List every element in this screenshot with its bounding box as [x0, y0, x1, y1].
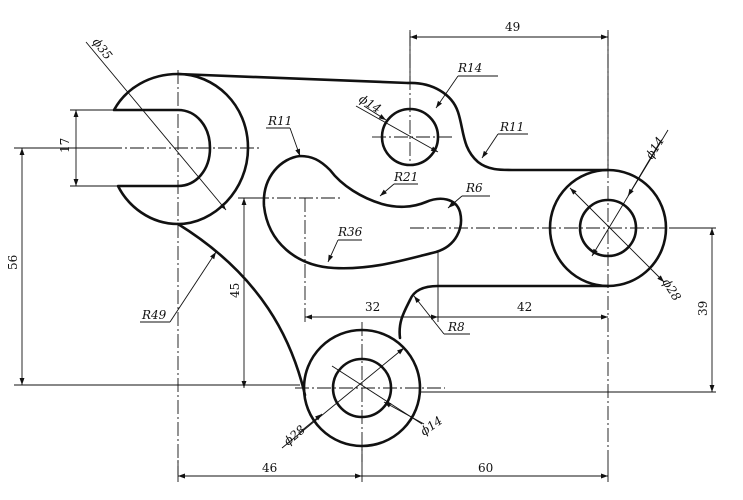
outline-top-edge	[176, 72, 410, 85]
dim-49: 49	[505, 20, 520, 34]
dim-r49: R49	[141, 308, 167, 322]
kidney-slot	[262, 154, 463, 270]
outline-upper-right-edge	[406, 81, 610, 172]
dim-60: 60	[478, 461, 493, 475]
dim-39: 39	[696, 301, 710, 316]
wrench-head-outline	[112, 72, 250, 226]
bottom-boss-hole	[331, 357, 393, 419]
dimension-lines	[14, 30, 716, 482]
dim-phi28-right: ϕ28	[659, 276, 683, 304]
dim-phi14-top: ϕ14	[356, 92, 383, 116]
dim-r8: R8	[447, 320, 465, 334]
dim-56: 56	[6, 255, 20, 270]
dim-phi28-bottom: ϕ28	[281, 422, 308, 448]
outline-r49-edge	[176, 222, 307, 397]
dim-r11-right: R11	[499, 120, 524, 134]
outline-lower-right-edge	[398, 284, 610, 340]
dim-r6: R6	[465, 181, 483, 195]
dim-r21: R21	[393, 170, 418, 184]
dim-46: 46	[262, 461, 277, 475]
dim-42: 42	[517, 300, 532, 314]
dim-phi14-bottom: ϕ14	[418, 414, 445, 439]
part-outline	[112, 72, 668, 448]
dim-r36: R36	[337, 225, 363, 239]
dim-r11-left: R11	[267, 114, 292, 128]
dim-45: 45	[228, 283, 242, 298]
holes	[262, 107, 638, 419]
top-hole	[380, 107, 440, 167]
dim-32: 32	[365, 300, 380, 314]
center-lines	[108, 32, 700, 475]
dim-17: 17	[58, 138, 72, 153]
dimension-labels: 49 R14 ϕ14 ϕ35 17 R11 R11 ϕ14 R21 R6 R36…	[6, 20, 710, 475]
dim-r14: R14	[457, 61, 482, 75]
dim-phi35: ϕ35	[90, 35, 115, 62]
